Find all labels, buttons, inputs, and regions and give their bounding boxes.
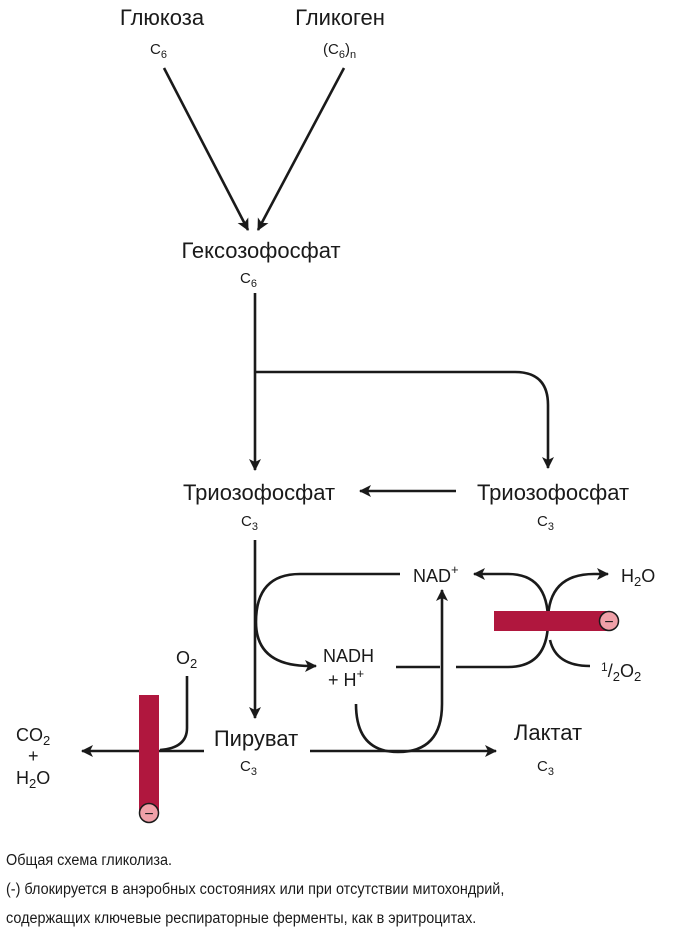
glycolysis-diagram: Глюкоза C6 Гликоген (C6)n Гексозофосфат … (16, 5, 655, 824)
half-oxygen-curve (548, 639, 591, 668)
svg-text:CO2: CO2 (16, 725, 50, 748)
pyruvate-label: Пируват (214, 726, 298, 751)
lactate-label: Лактат (514, 720, 582, 745)
arrow-glycogen-to-hexose (256, 67, 346, 231)
svg-text:NADH: NADH (323, 646, 374, 666)
caption-line-1: Общая схема гликолиза. (6, 852, 173, 869)
nad-label: NAD+ (413, 562, 459, 586)
block-circle-oxidation (138, 802, 160, 824)
block-bar-respiration (494, 611, 610, 631)
node-triose-phosphate-right: Триозофосфат C3 (477, 480, 629, 533)
block-sign-oxidation: − (144, 806, 153, 823)
node-glycogen: Гликоген (C6)n (295, 5, 385, 61)
arrow-nad-to-nadh-loop (254, 572, 400, 672)
triose-phosphate-left-formula: C3 (241, 513, 258, 533)
glycogen-label: Гликоген (295, 5, 385, 30)
block-sign-respiration: − (604, 614, 613, 631)
svg-text:H2O: H2O (16, 768, 50, 791)
triose-phosphate-right-label: Триозофосфат (477, 480, 629, 505)
block-circle-respiration (598, 610, 620, 632)
triose-phosphate-left-label: Триозофосфат (183, 480, 335, 505)
node-glucose: Глюкоза C6 (120, 5, 205, 61)
arrow-hexose-to-triose-right (255, 370, 554, 469)
svg-text:+ H+: + H+ (328, 666, 364, 690)
node-lactate: Лактат C3 (514, 720, 582, 778)
oxygen-label: O2 (176, 648, 197, 671)
block-bar-oxidation (139, 695, 159, 813)
pyruvate-formula: C3 (240, 758, 257, 778)
hexose-phosphate-label: Гексозофосфат (181, 238, 340, 263)
arrow-lactate-nadh-to-nad (354, 589, 448, 754)
co2-h2o-label: CO2 + H2O (16, 725, 50, 791)
glucose-formula: C6 (150, 41, 167, 61)
triose-phosphate-right-formula: C3 (537, 513, 554, 533)
hexose-phosphate-formula: C6 (240, 270, 257, 290)
half-oxygen-label: 1/2O2 (601, 660, 641, 684)
glucose-label: Глюкоза (120, 5, 205, 30)
oxygen-curve (159, 676, 189, 752)
node-hexose-phosphate: Гексозофосфат C6 (181, 238, 340, 290)
caption-line-3: содержащих ключевые респираторные фермен… (6, 910, 477, 927)
arrow-glucose-to-hexose (162, 67, 250, 231)
oxidation-block: − (138, 695, 160, 824)
glycogen-formula: (C6)n (323, 41, 356, 61)
figure-caption: Общая схема гликолиза. (-) блокируется в… (6, 846, 635, 933)
node-pyruvate: Пируват C3 (214, 726, 298, 778)
nadh-label: NADH + H+ (323, 646, 374, 690)
node-triose-phosphate-left: Триозофосфат C3 (183, 480, 335, 533)
respiration-block: − (494, 610, 620, 632)
water-label: H2O (621, 566, 655, 589)
arrow-to-water (546, 568, 609, 622)
svg-text:+: + (28, 746, 39, 766)
caption-line-2: (-) блокируется в анэробных состояниях и… (6, 881, 505, 898)
lactate-formula: C3 (537, 758, 554, 778)
